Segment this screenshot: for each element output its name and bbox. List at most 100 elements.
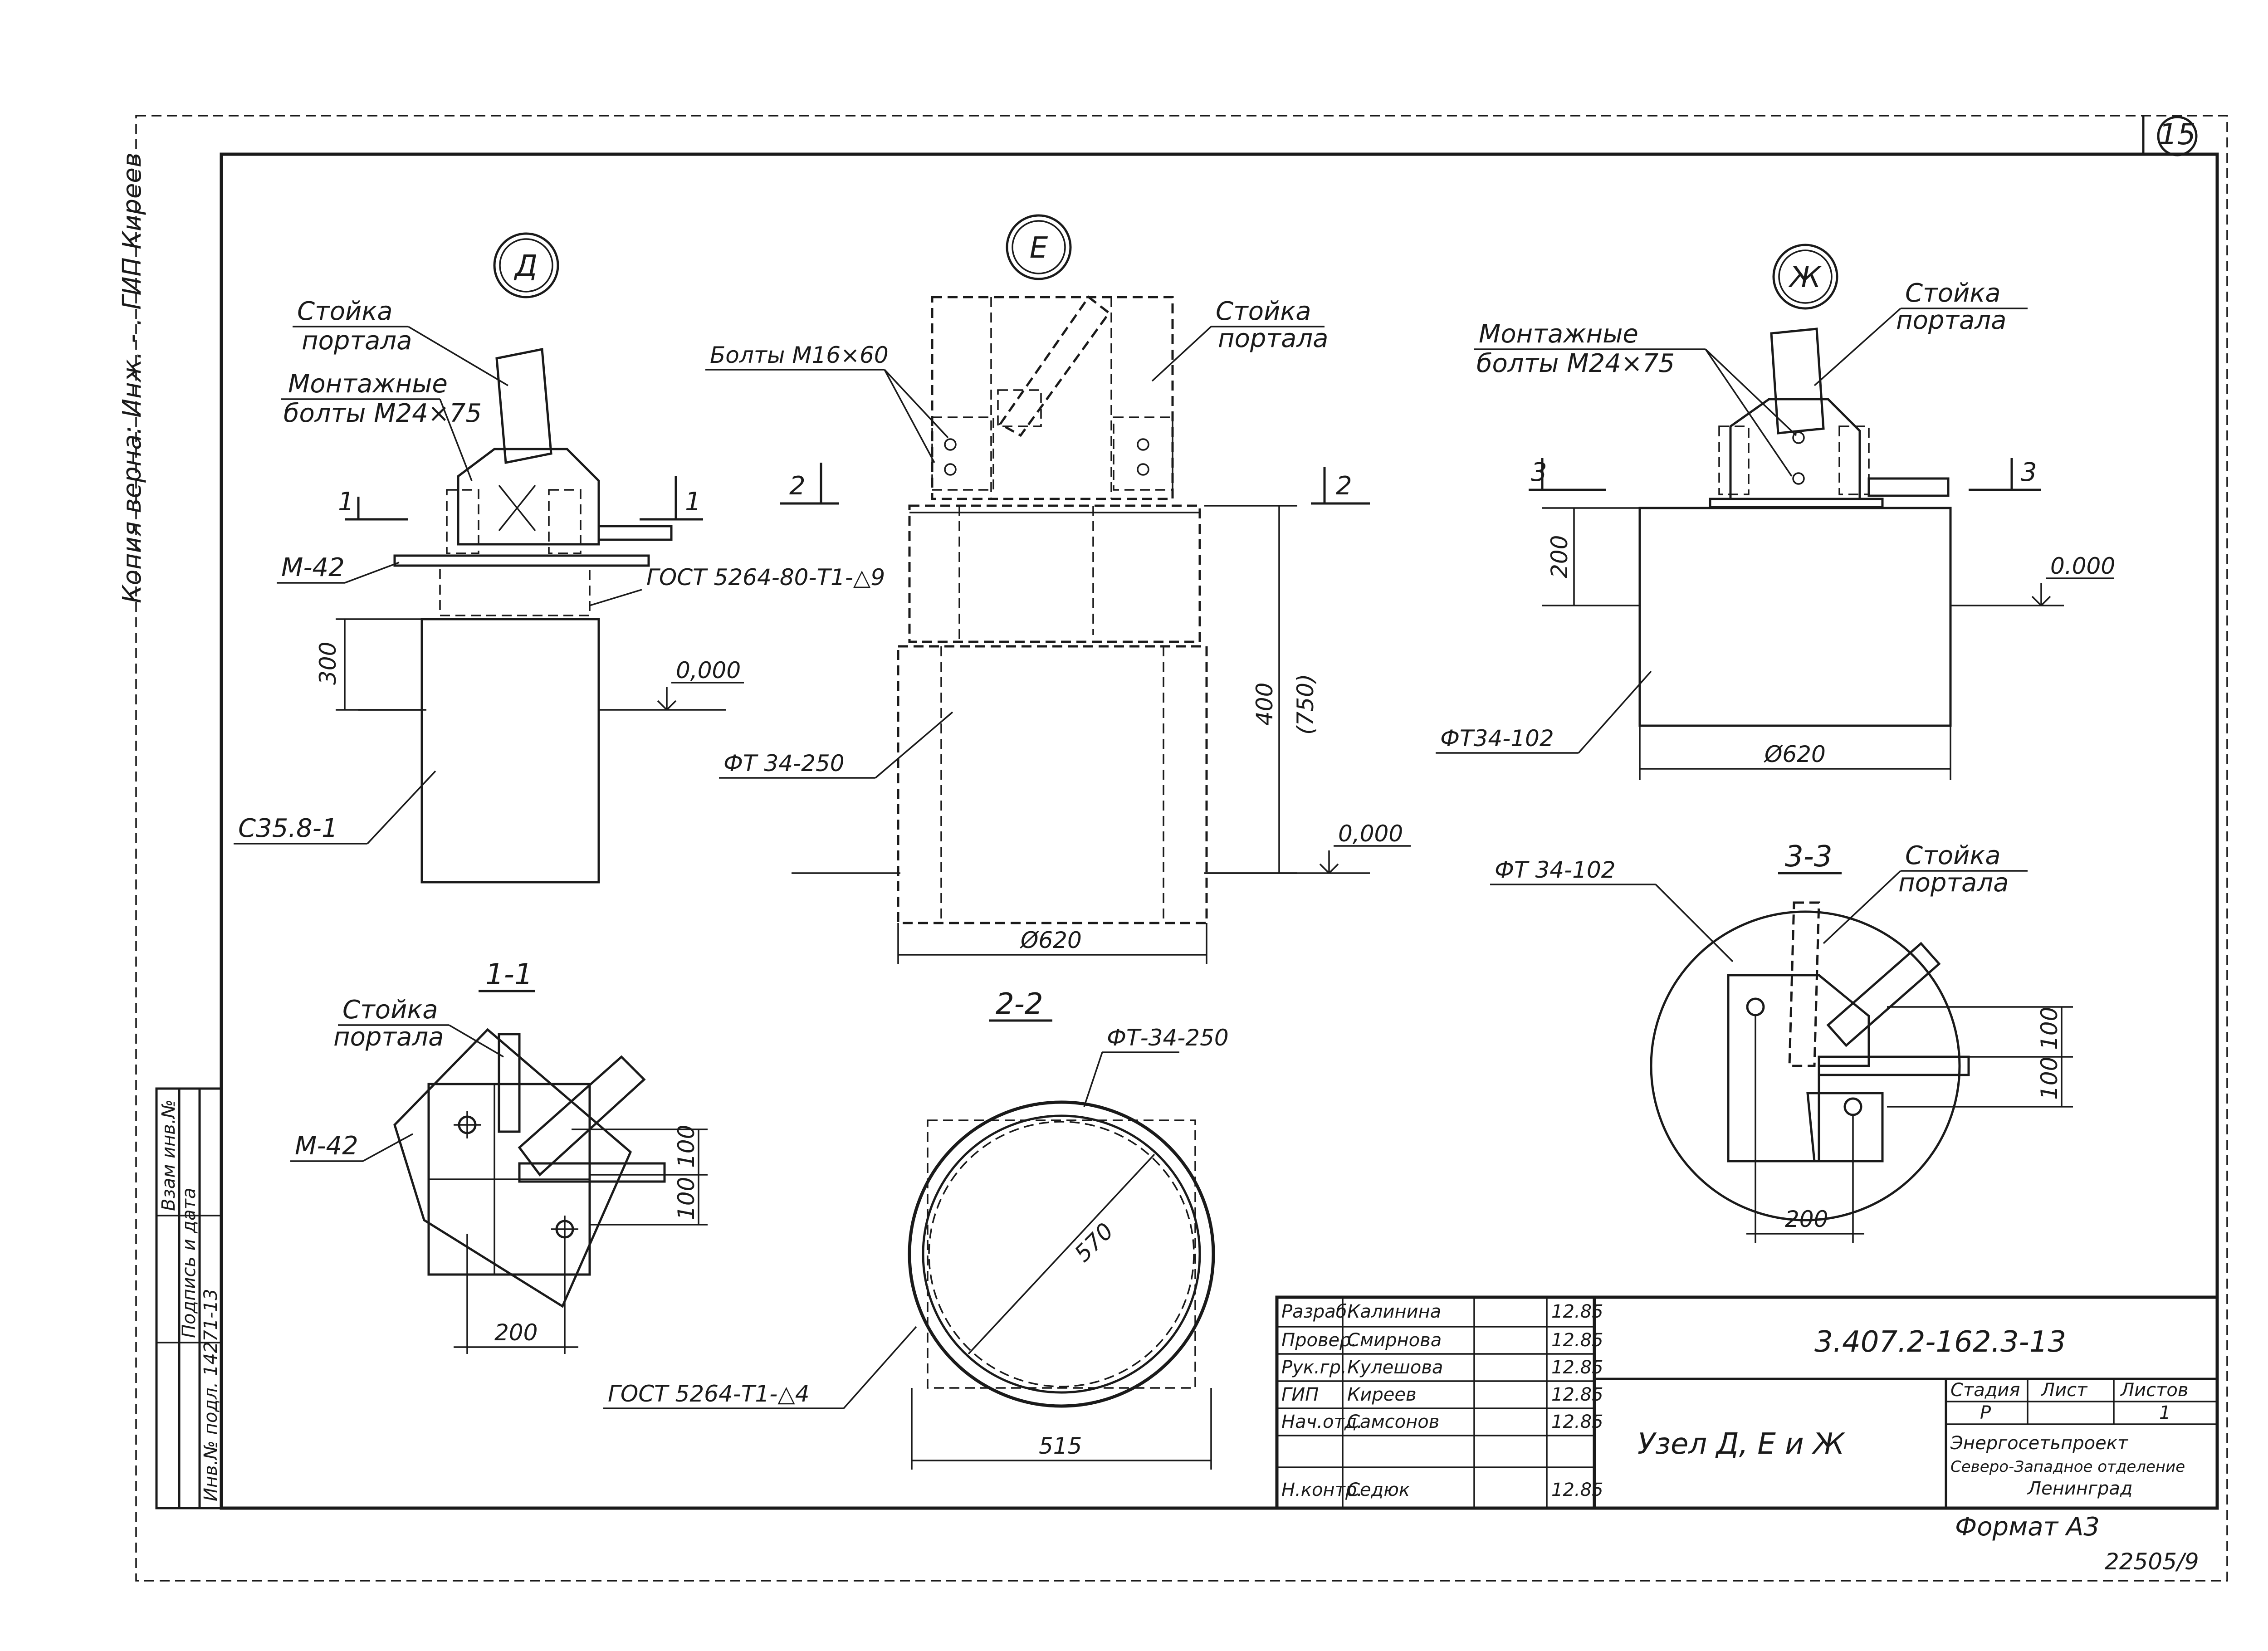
node-d-pile-label: С35.8-1 (238, 814, 338, 843)
section-3-3-post-label-1: Стойка (1905, 841, 2001, 870)
section-1-1-dim-a: 100 (673, 1125, 699, 1168)
title-block-role-7: Н.контр. (1281, 1480, 1363, 1500)
node-d: Д Стойка портала Монтажные болты М24×75 … (234, 232, 885, 884)
node-e-marker-circle (1006, 214, 1072, 280)
title-block-date-7: 12.85 (1551, 1480, 1603, 1500)
node-d-bolts-label-2: болты М24×75 (284, 399, 482, 428)
title-block-date-5: 12.85 (1551, 1412, 1603, 1432)
node-zh-post-label-2: портала (1896, 306, 2006, 335)
left-stamp: Взам инв.№ Подпись и дата Инв.№ подл. 14… (155, 1087, 223, 1509)
section-1-1: 1-1 Стойка портала М-42 100 100 (290, 958, 708, 1354)
section-1-1-dim-b: 100 (673, 1177, 699, 1220)
title-block-role-3: Рук.гр. (1281, 1357, 1347, 1378)
section-3-3-post-label-2: портала (1898, 868, 2009, 898)
section-2-2-gost-label: ГОСТ 5264-Т1-△4 (608, 1381, 810, 1407)
section-1-1-plate (393, 1028, 632, 1308)
node-zh-dim-diam: Ø620 (1764, 741, 1826, 767)
node-e-pipe-label: ФТ 34-250 (723, 750, 845, 777)
title-block-date-3: 12.85 (1551, 1357, 1603, 1378)
node-zh-marker: Ж (1788, 261, 1823, 294)
node-d-dim-height: 300 (315, 642, 341, 685)
node-d-post-label-2: портала (302, 326, 412, 356)
title-block-name-5: Самсонов (1347, 1412, 1439, 1432)
title-block-date-4: 12.85 (1551, 1384, 1603, 1405)
title-block-role-4: ГИП (1281, 1384, 1319, 1405)
section-1-1-dim-c: 200 (494, 1319, 538, 1346)
node-d-plate-label: М-42 (281, 553, 345, 582)
node-e-marker: Е (1030, 231, 1048, 265)
left-stamp-col2: Подпись и дата (179, 1188, 200, 1338)
node-d-cut-mark-right: 1 (685, 487, 701, 517)
title-block-name-3: Кулешова (1347, 1357, 1443, 1378)
node-zh-post (1770, 327, 1825, 435)
title-block-sheets: 1 (2159, 1402, 2170, 1423)
title-block-role-2: Провер. (1281, 1330, 1357, 1351)
section-1-1-post-label-2: портала (333, 1022, 444, 1052)
title-block-org-1: Энергосетьпроект (1950, 1433, 2129, 1454)
title-block-sheets-header: Листов (2120, 1380, 2188, 1401)
node-d-pile (420, 618, 600, 884)
section-2-2-dim-outer: 515 (1039, 1433, 1082, 1459)
node-e-post-label-1: Стойка (1216, 297, 1311, 326)
node-zh-cut-mark-right: 3 (2021, 458, 2037, 487)
title-block-date-1: 12.85 (1551, 1301, 1603, 1322)
section-2-2-title: 2-2 (996, 987, 1043, 1021)
node-zh-pipe-label: ФТ34-102 (1440, 725, 1554, 752)
title-block: Разраб. Калинина 12.85 Провер. Смирнова … (1275, 1295, 2219, 1510)
title-block-org-2: Северо-Западное отделение (1950, 1458, 2185, 1476)
section-2-2-pipe-outer (908, 1100, 1215, 1408)
title-block-title: Узел Д, Е и Ж (1637, 1427, 1846, 1461)
sheet-inventory: 22505/9 (2105, 1548, 2199, 1575)
node-d-marker: Д (513, 249, 538, 283)
node-e-level: 0,000 (1338, 821, 1403, 847)
node-zh-post-label-1: Стойка (1905, 278, 2001, 308)
node-e-bolts-label: Болты М16×60 (710, 342, 889, 368)
title-block-name-1: Калинина (1347, 1301, 1441, 1322)
section-3-3-dim-b: 100 (2036, 1057, 2063, 1100)
node-e-cut-mark-left: 2 (789, 471, 806, 501)
title-block-stage: Р (1980, 1402, 1991, 1423)
node-e: Е Болты М16×60 Стойка портала (705, 214, 1411, 964)
title-block-org-3: Ленинград (2027, 1478, 2133, 1499)
node-zh-cut-mark-left: 3 (1531, 458, 1547, 487)
side-margin-note: Копия верна: Инж. - . ГИП Киреев (117, 152, 147, 603)
node-d-marker-circle (493, 232, 559, 298)
title-block-name-2: Смирнова (1347, 1330, 1442, 1351)
section-1-1-plate-label: М-42 (295, 1131, 358, 1161)
section-1-1-post-label-1: Стойка (342, 995, 438, 1025)
section-1-1-title: 1-1 (485, 958, 533, 992)
node-zh-dim-height: 200 (1546, 535, 1573, 578)
node-d-level: 0,000 (676, 657, 741, 684)
node-e-dim-height-alt: (750) (1292, 674, 1319, 735)
node-zh: Ж Стойка портала Монтажные болты М24×75 … (1436, 244, 2115, 780)
title-block-name-4: Киреев (1347, 1384, 1417, 1405)
section-3-3-dim-a: 100 (2036, 1007, 2063, 1050)
node-d-post (495, 348, 552, 464)
node-zh-bolts-label-2: болты М24×75 (1476, 349, 1675, 378)
left-stamp-col3: Инв.№ подл. 14271-13 (200, 1289, 221, 1501)
node-zh-bolts-label-1: Монтажные (1479, 319, 1638, 349)
section-3-3-title: 3-3 (1785, 840, 1833, 874)
title-block-name-7: Седюк (1347, 1480, 1410, 1500)
section-3-3-dim-c: 200 (1785, 1206, 1828, 1232)
node-e-dim-diam: Ø620 (1020, 927, 1082, 953)
section-3-3-pipe-label: ФТ 34-102 (1495, 857, 1616, 883)
node-zh-level: 0.000 (2050, 553, 2115, 579)
node-d-plate (393, 554, 650, 567)
title-block-code: 3.407.2-162.3-13 (1814, 1325, 2066, 1359)
node-e-post-label-2: портала (1218, 324, 1328, 353)
title-block-sheet-header: Лист (2040, 1380, 2088, 1401)
title-block-stage-header: Стадия (1950, 1380, 2020, 1401)
node-e-pipe (897, 645, 1208, 924)
title-block-date-2: 12.85 (1551, 1330, 1603, 1351)
node-d-gost-label: ГОСТ 5264-80-Т1-△9 (646, 564, 885, 591)
title-block-role-5: Нач.отд. (1281, 1412, 1363, 1432)
section-2-2: 2-2 570 ФТ-34-250 ГОСТ 5264-Т1-△4 515 (603, 987, 1229, 1470)
sheet-number: 15 (2159, 118, 2195, 151)
node-zh-marker-circle (1772, 244, 1838, 310)
node-e-cut-mark-right: 2 (1336, 471, 1352, 501)
node-d-post-label-1: Стойка (297, 297, 393, 326)
node-e-dim-height: 400 (1251, 683, 1278, 726)
node-d-bolts-label-1: Монтажные (288, 369, 448, 399)
sheet-format: Формат А3 (1955, 1512, 2100, 1542)
